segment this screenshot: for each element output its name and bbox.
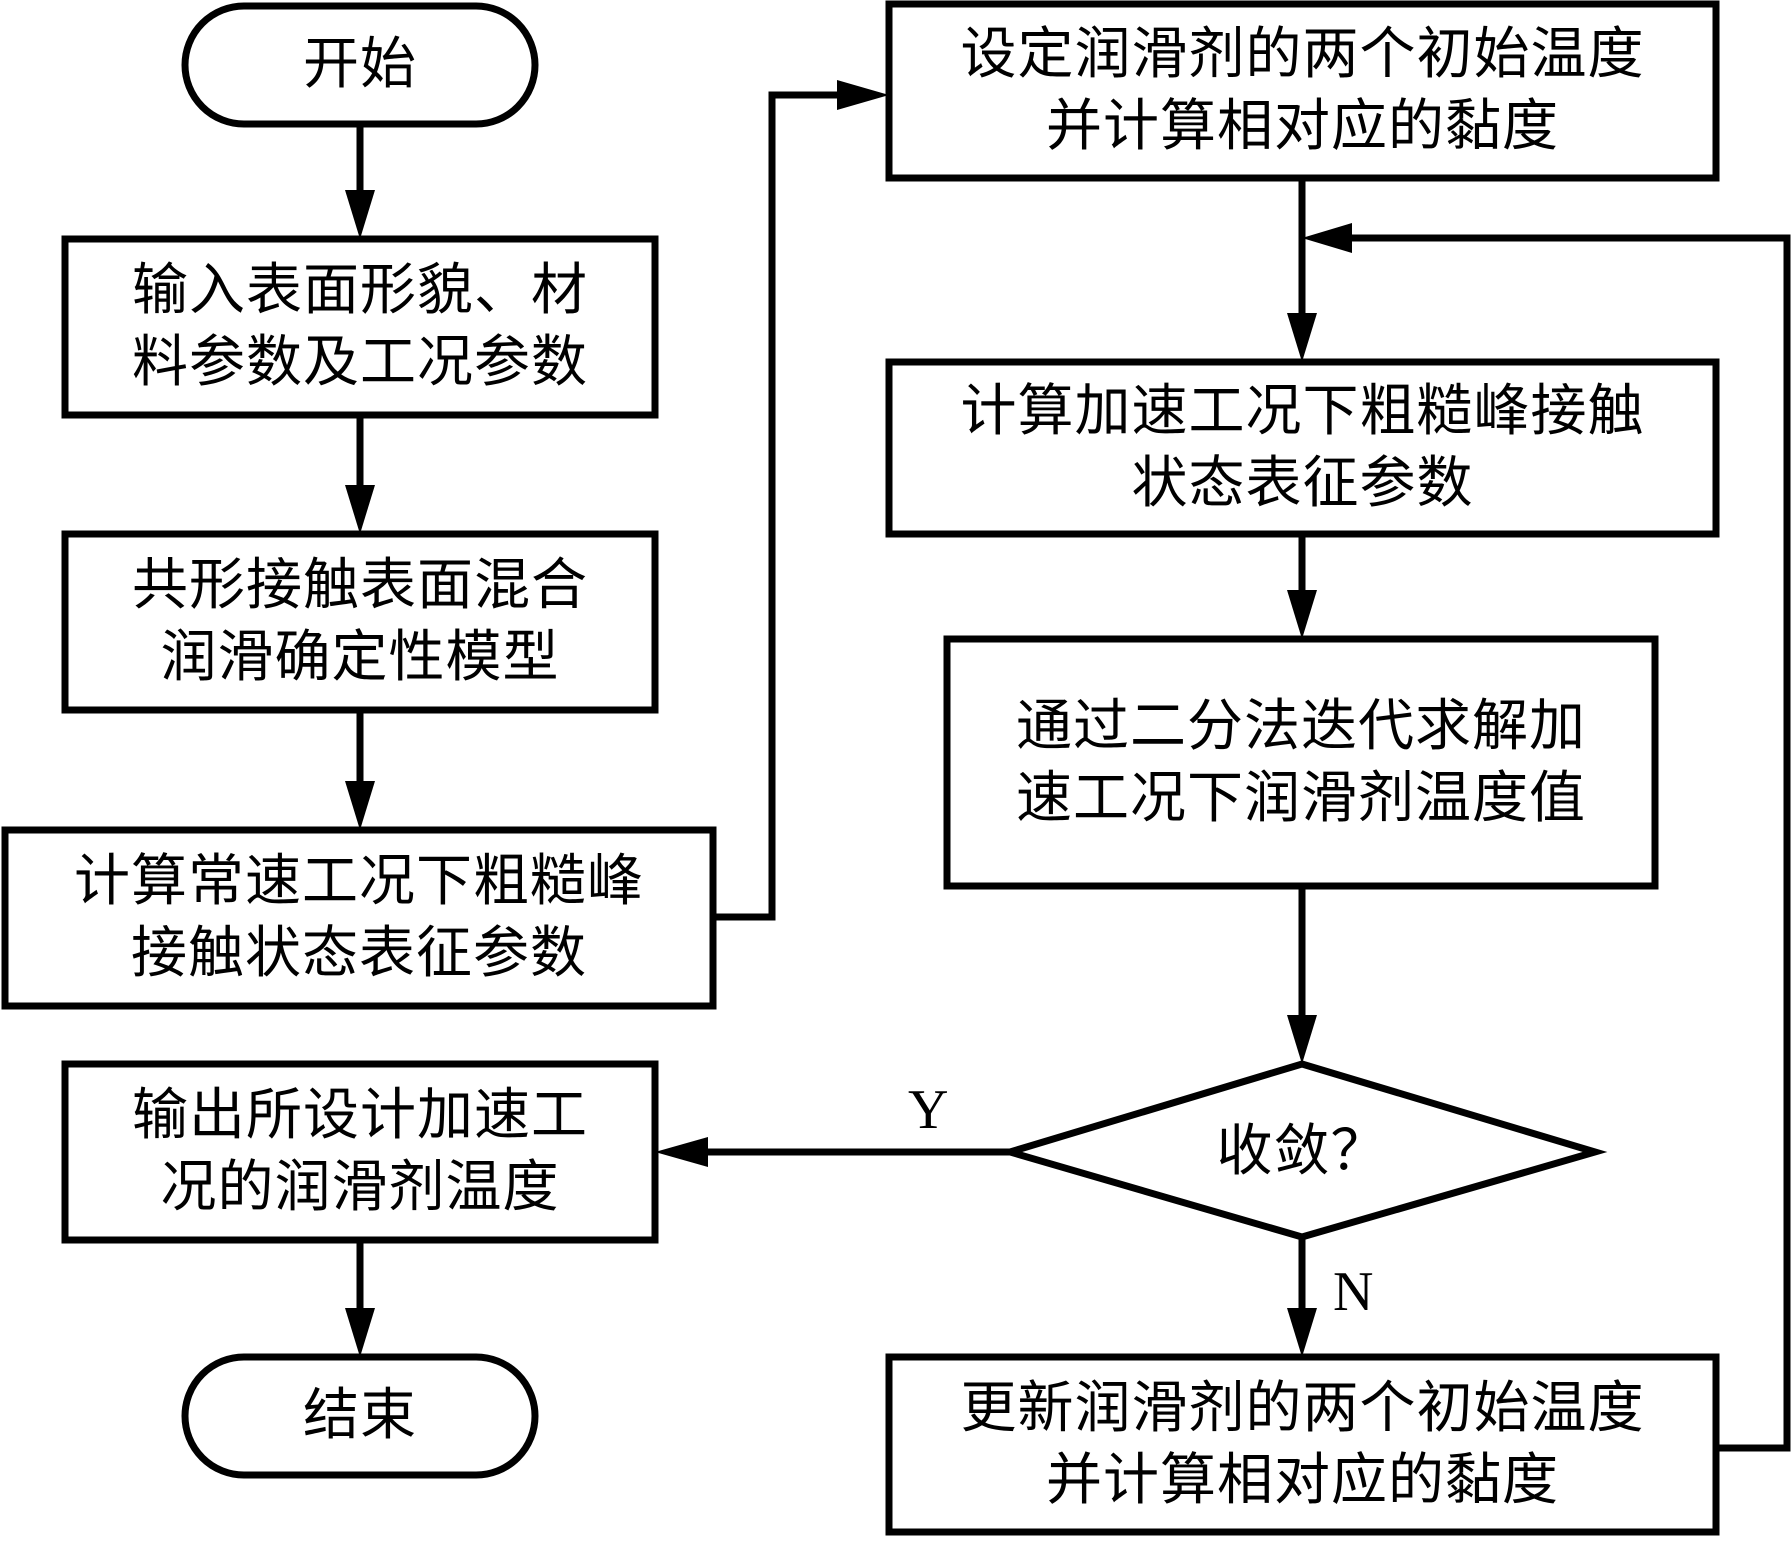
converge-label: 收敛？	[1216, 1119, 1388, 1184]
end-label: 结束	[303, 1383, 417, 1448]
edge-bisection-converge	[1287, 886, 1317, 1064]
output-label: 输出所设计加速工 况的润滑剂温度	[132, 1083, 588, 1220]
set-temp-label: 设定润滑剂的两个初始温度 并计算相对应的黏度	[960, 22, 1645, 159]
edge-label-no: N	[1333, 1261, 1374, 1323]
bisection-label: 通过二分法迭代求解加 速工况下润滑剂温度值	[1016, 693, 1586, 831]
const-speed-box	[1, 826, 717, 1010]
edge-update-loop-back	[1302, 223, 1791, 1452]
edge-accel-contact-bisection	[1287, 534, 1317, 639]
input-box	[61, 235, 659, 419]
const-speed-label: 计算常速工况下粗糙峰 接触状态表征参数	[74, 849, 644, 986]
edge-start-input	[345, 124, 375, 239]
model-label: 共形接触表面混合 润滑确定性模型	[132, 553, 588, 690]
update-temp-label: 更新润滑剂的两个初始温度 并计算相对应的黏度	[960, 1375, 1645, 1513]
edge-converge-output-yes	[655, 1137, 1010, 1167]
update-temp-box	[885, 1353, 1720, 1536]
edge-const-speed-set-temp	[713, 80, 889, 921]
bisection-box	[943, 635, 1659, 890]
edge-label-yes: Y	[908, 1079, 949, 1141]
edge-set-temp-accel-contact	[1287, 178, 1317, 362]
edge-input-model	[345, 415, 375, 534]
edge-model-const-speed	[345, 710, 375, 830]
input-label: 输入表面形貌、材 料参数及工况参数	[132, 258, 588, 395]
edge-output-end	[345, 1240, 375, 1357]
edge-converge-update-no	[1287, 1237, 1317, 1357]
accel-contact-label: 计算加速工况下粗糙峰接触 状态表征参数	[960, 379, 1645, 516]
set-temp-box	[885, 0, 1720, 182]
start-label: 开始	[303, 32, 417, 97]
accel-contact-box	[885, 358, 1720, 538]
